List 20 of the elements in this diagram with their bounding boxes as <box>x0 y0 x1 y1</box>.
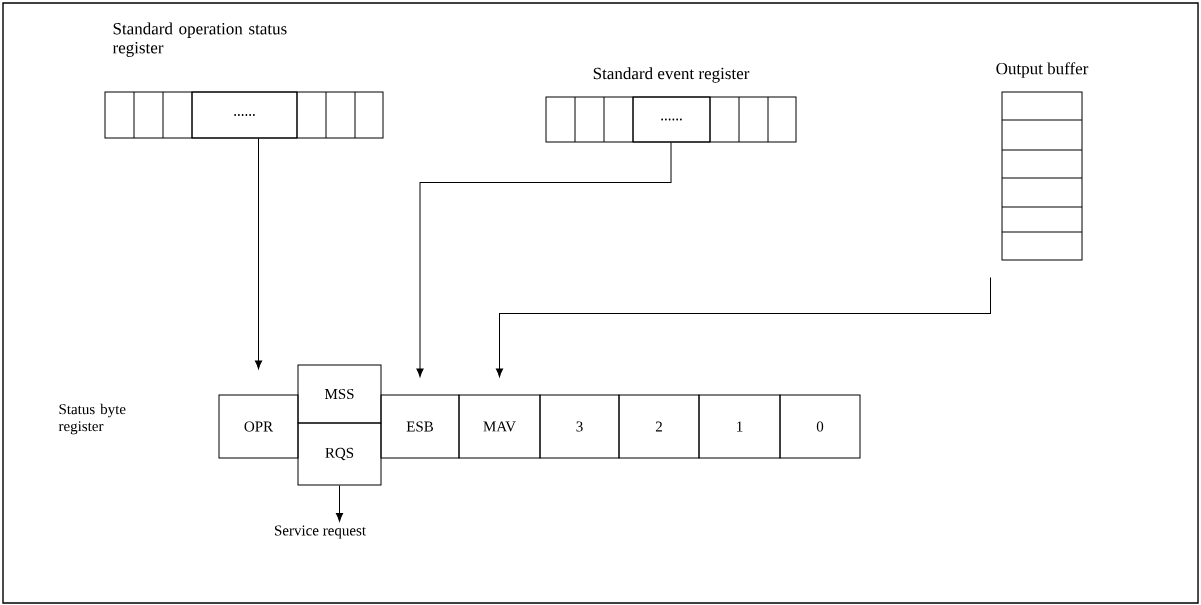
register-title: Standard operation status register <box>112 22 287 57</box>
label: Service request <box>275 525 366 539</box>
label: Status byte register <box>58 403 126 435</box>
register-cell: OPR <box>218 394 299 459</box>
register-cell: RQS <box>297 422 382 486</box>
register-title: Output buffer <box>996 62 1089 78</box>
register-cell: MSS <box>297 364 382 424</box>
register-cell: ...... <box>632 96 711 143</box>
register-cell: 0 <box>779 394 861 459</box>
register-title: Standard event register <box>593 67 750 83</box>
register-cell: 2 <box>618 394 700 459</box>
arrow <box>495 277 991 378</box>
register-cell: 1 <box>698 394 781 459</box>
arrow <box>416 142 672 378</box>
register-cell: 3 <box>539 394 620 459</box>
arrow <box>335 485 344 522</box>
arrow <box>254 138 263 370</box>
register-cell: MAV <box>458 394 541 459</box>
register-cell: ESB <box>380 394 460 459</box>
register-cell: ...... <box>191 91 298 139</box>
